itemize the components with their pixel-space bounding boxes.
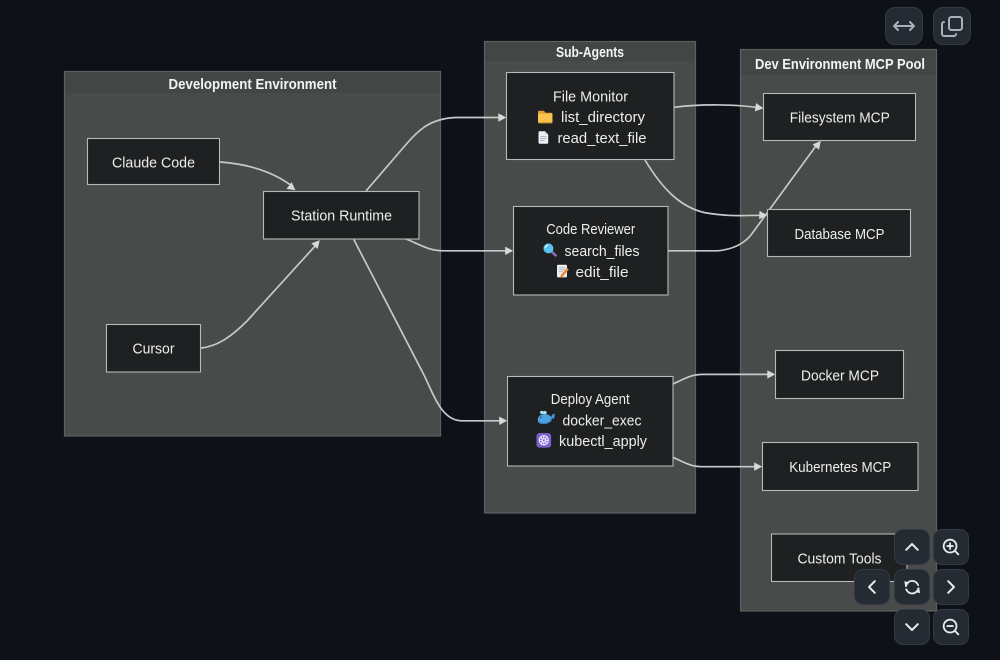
svg-text:search_files: search_files: [565, 243, 640, 260]
svg-text:docker_exec: docker_exec: [563, 413, 642, 430]
svg-text:Sub-Agents: Sub-Agents: [556, 44, 624, 61]
svg-text:Claude Code: Claude Code: [112, 154, 195, 171]
svg-text:kubectl_apply: kubectl_apply: [559, 433, 647, 450]
svg-text:Filesystem MCP: Filesystem MCP: [790, 110, 890, 127]
svg-text:Dev Environment MCP Pool: Dev Environment MCP Pool: [755, 56, 925, 73]
svg-text:Docker MCP: Docker MCP: [801, 367, 879, 384]
svg-text:Cursor: Cursor: [133, 341, 175, 358]
svg-text:Deploy Agent: Deploy Agent: [551, 391, 631, 408]
svg-text:File Monitor: File Monitor: [553, 88, 628, 105]
svg-text:edit_file: edit_file: [576, 264, 629, 281]
svg-text:Database MCP: Database MCP: [795, 226, 885, 243]
svg-text:Station Runtime: Station Runtime: [291, 208, 392, 225]
svg-text:Development Environment: Development Environment: [169, 76, 337, 93]
svg-text:read_text_file: read_text_file: [558, 130, 647, 147]
svg-text:Custom Tools: Custom Tools: [798, 550, 882, 567]
svg-text:Code Reviewer: Code Reviewer: [546, 221, 635, 238]
svg-text:list_directory: list_directory: [561, 109, 645, 126]
svg-text:Kubernetes MCP: Kubernetes MCP: [789, 459, 891, 476]
